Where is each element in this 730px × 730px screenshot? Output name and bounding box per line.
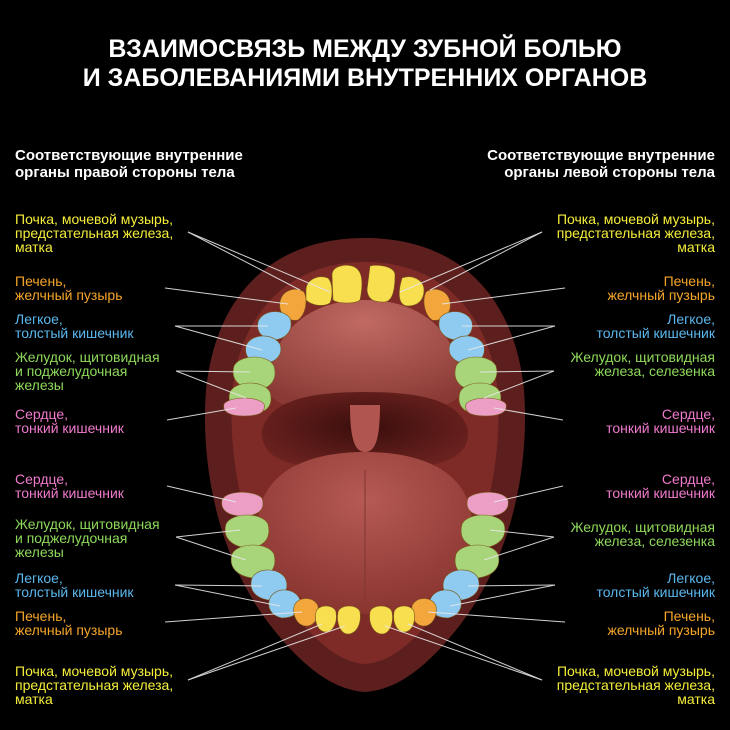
label-right-stomach-lower: Желудок, щитовидная железа, селезенка xyxy=(570,519,715,549)
header-right-side-organs: Соответствующие внутренние органы правой… xyxy=(15,147,243,181)
lower-incisor xyxy=(315,605,337,633)
lower-incisor xyxy=(393,605,415,633)
upper-molar xyxy=(232,356,276,391)
palate xyxy=(267,300,463,411)
label-left-kidney-upper: Почка, мочевой музырь, предстательная же… xyxy=(15,211,174,255)
upper-premolar xyxy=(257,311,292,341)
label-left-stomach-upper: Желудок, щитовидная и поджелудочная желе… xyxy=(15,349,160,393)
upper-premolar xyxy=(438,311,473,341)
label-right-liver-upper: Печень, желчный пузырь xyxy=(607,273,716,303)
label-left-kidney-lower: Почка, мочевой музырь, предстательная же… xyxy=(15,663,174,707)
label-left-heart-upper: Сердце, тонкий кишечник xyxy=(15,406,124,436)
upper-wisdom xyxy=(465,397,507,417)
lower-molar xyxy=(460,514,506,549)
label-left-lung-upper: Легкое, толстый кишечник xyxy=(15,311,134,341)
label-right-liver-lower: Печень, желчный пузырь xyxy=(607,608,716,638)
lower-wisdom xyxy=(221,491,264,517)
title-line-1: ВЗАИМОСВЯЗЬ МЕЖДУ ЗУБНОЙ БОЛЬЮ xyxy=(108,35,622,63)
label-right-lung-lower: Легкое, толстый кишечник xyxy=(596,570,715,600)
header-left-side-organs: Соответствующие внутренние органы левой … xyxy=(487,147,715,181)
upper-wisdom xyxy=(223,397,265,417)
upper-incisor xyxy=(331,264,363,304)
label-right-stomach-upper: Желудок, щитовидная железа, селезенка xyxy=(570,349,715,379)
label-left-lung-lower: Легкое, толстый кишечник xyxy=(15,570,134,600)
label-left-liver-lower: Печень, желчный пузырь xyxy=(15,608,123,638)
connector-lines xyxy=(164,231,566,681)
lower-wisdom xyxy=(466,491,509,517)
uvula xyxy=(350,405,380,452)
label-left-heart-lower: Сердце, тонкий кишечник xyxy=(15,471,124,501)
upper-molar xyxy=(454,356,498,391)
lower-molar xyxy=(224,514,270,549)
lower-teeth xyxy=(221,491,509,635)
upper-teeth xyxy=(223,264,507,417)
label-right-heart-upper: Сердце, тонкий кишечник xyxy=(606,406,715,436)
label-right-kidney-lower: Почка, мочевой музырь, предстательная же… xyxy=(556,663,715,707)
label-right-kidney-upper: Почка, мочевой музырь, предстательная же… xyxy=(556,211,715,255)
label-left-liver-upper: Печень, желчный пузырь xyxy=(15,273,123,303)
label-right-lung-upper: Легкое, толстый кишечник xyxy=(596,311,715,341)
upper-incisor xyxy=(366,264,396,303)
title-line-2: И ЗАБОЛЕВАНИЯМИ ВНУТРЕННИХ ОРГАНОВ xyxy=(82,64,648,92)
label-right-heart-lower: Сердце, тонкий кишечник xyxy=(606,471,715,501)
upper-incisor xyxy=(305,276,333,306)
label-left-stomach-lower: Желудок, щитовидная и поджелудочная желе… xyxy=(15,516,160,560)
upper-incisor xyxy=(398,276,425,307)
